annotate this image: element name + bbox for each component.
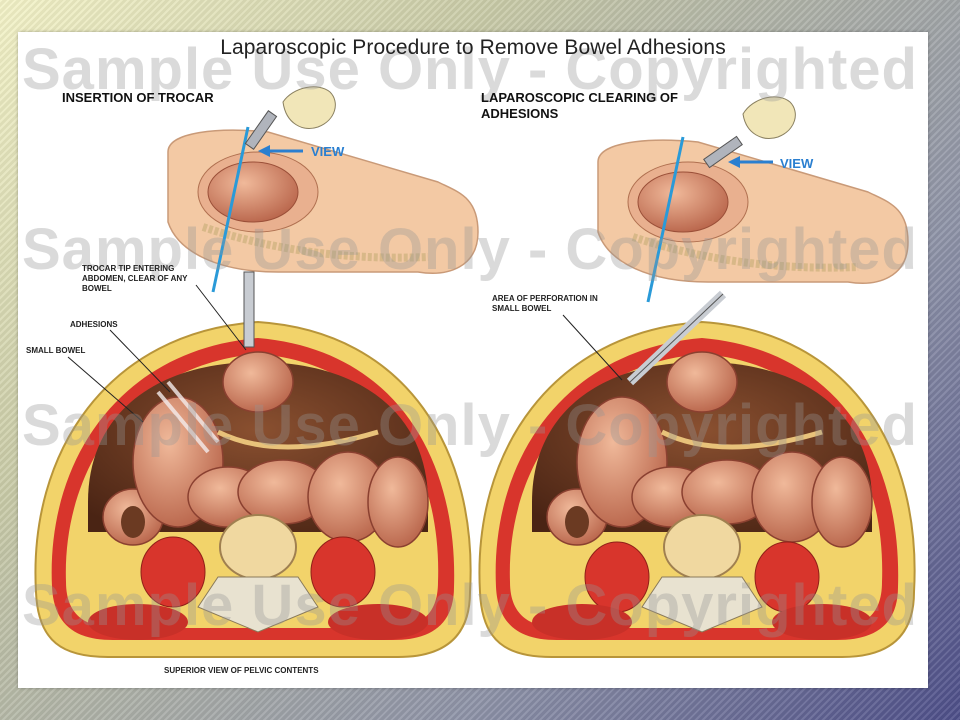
left-panel-heading: INSERTION OF TROCAR (62, 90, 214, 105)
illustration (34, 86, 916, 658)
slide-canvas: Sample Use Only - Copyrighted Sample Use… (18, 32, 928, 688)
callout-trocar-tip: TROCAR TIP ENTERING ABDOMEN, CLEAR OF AN… (82, 264, 188, 293)
trocar-line-left (211, 126, 250, 293)
bottom-caption: SUPERIOR VIEW OF PELVIC CONTENTS (164, 666, 319, 675)
callout-perforation: AREA OF PERFORATION IN SMALL BOWEL (492, 294, 598, 313)
callout-small-bowel: SMALL BOWEL (26, 346, 86, 355)
left-view-label: VIEW (311, 144, 345, 159)
page-title: Laparoscopic Procedure to Remove Bowel A… (220, 36, 726, 59)
left-side-view-figure (167, 86, 479, 293)
callout-adhesions: ADHESIONS (70, 320, 118, 329)
trocar-line-right (646, 136, 685, 303)
right-view-label: VIEW (780, 156, 814, 171)
right-cross-section (478, 290, 916, 658)
left-cross-section (34, 271, 472, 658)
right-panel-heading: LAPAROSCOPIC CLEARING OF ADHESIONS (481, 90, 678, 121)
right-side-view-figure (597, 96, 909, 303)
callout-leader-lines (67, 284, 623, 423)
